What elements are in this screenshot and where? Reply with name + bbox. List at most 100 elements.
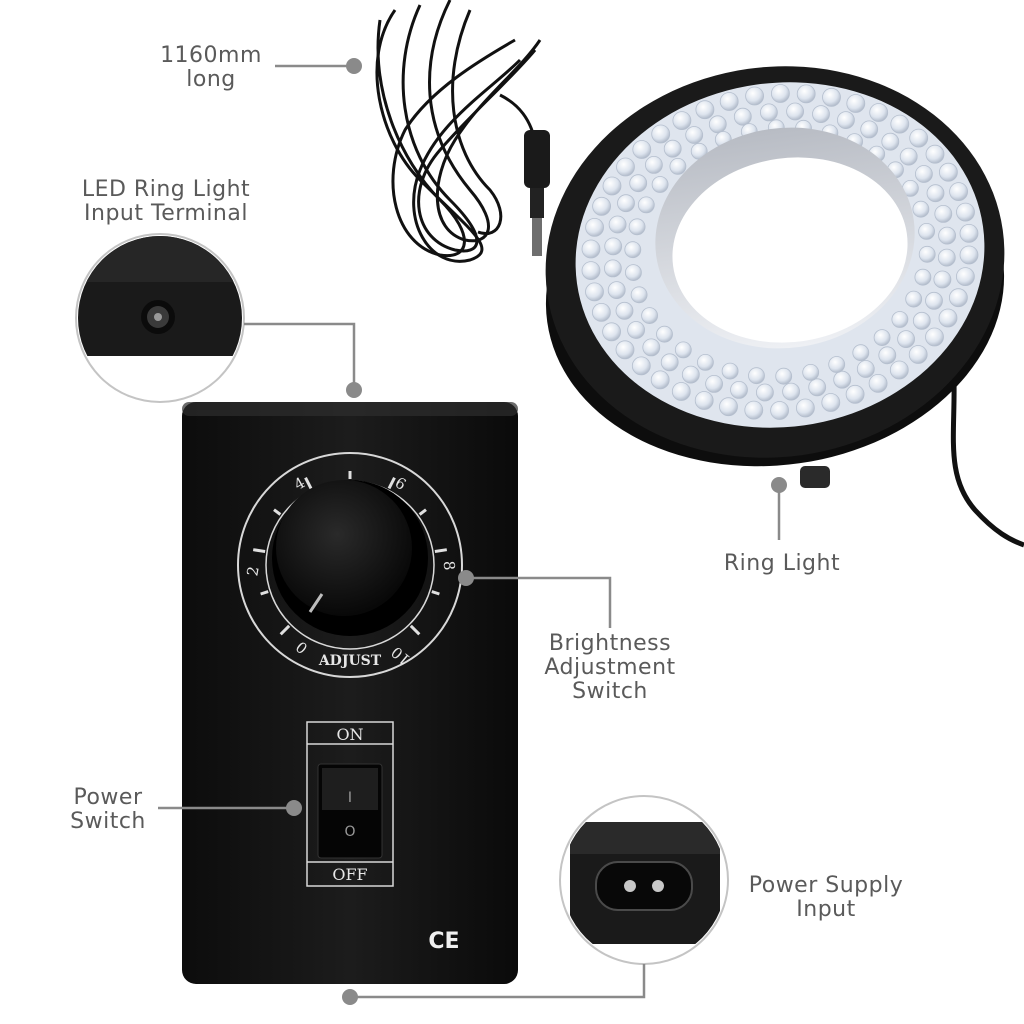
led — [782, 382, 800, 401]
brightness-dial[interactable]: 0 2 4 6 8 10 ADJUST — [237, 452, 463, 678]
led — [617, 194, 635, 213]
led — [796, 84, 816, 104]
led — [925, 144, 945, 164]
led — [631, 356, 651, 376]
label-input-terminal: LED Ring Light Input Terminal — [68, 178, 264, 226]
callout-lines — [158, 64, 781, 999]
dial-tick — [252, 548, 266, 553]
led — [641, 307, 658, 325]
led — [616, 157, 635, 177]
led — [846, 94, 866, 113]
led — [915, 165, 933, 183]
label-power-supply: Power Supply Input — [734, 874, 918, 922]
dial-tick — [434, 548, 448, 553]
callout-dots — [286, 58, 787, 1005]
led — [615, 301, 634, 320]
callout-line-power-supply — [350, 964, 646, 999]
led — [672, 111, 692, 130]
led — [756, 383, 774, 402]
led — [645, 155, 663, 174]
led — [959, 223, 979, 243]
led — [925, 327, 944, 347]
led — [956, 202, 975, 222]
led — [581, 239, 601, 259]
led — [918, 222, 935, 240]
label-cable-length-line2: long — [186, 67, 236, 92]
power-switch[interactable]: ON OFF I O — [306, 721, 394, 887]
dial-number: 2 — [243, 565, 262, 578]
led — [585, 282, 604, 302]
led — [812, 105, 830, 123]
dial-tick — [418, 508, 427, 516]
callout-dot — [771, 477, 787, 493]
led — [833, 370, 852, 389]
led — [604, 237, 623, 256]
dial-tick — [409, 624, 421, 636]
led — [632, 140, 652, 159]
led — [681, 365, 700, 384]
led — [744, 400, 764, 420]
label-brightness-line1: Brightness — [548, 631, 672, 656]
label-ring-light-text: Ring Light — [723, 551, 841, 576]
led — [869, 103, 889, 122]
led — [660, 353, 679, 372]
led — [909, 128, 929, 148]
label-cable-length: 1160mm long — [150, 44, 272, 92]
led — [733, 107, 752, 126]
led — [656, 325, 673, 343]
led — [719, 397, 738, 417]
led — [760, 103, 778, 122]
led — [891, 311, 909, 328]
led — [730, 380, 748, 399]
led — [770, 401, 789, 420]
led — [912, 311, 931, 330]
label-input-terminal-line1: LED Ring Light — [81, 177, 251, 202]
led — [959, 245, 979, 265]
led — [956, 267, 975, 287]
led — [719, 92, 739, 111]
cable-coil — [375, 0, 542, 263]
led — [585, 217, 604, 237]
led — [933, 270, 952, 289]
led — [775, 367, 793, 385]
led — [630, 286, 648, 304]
dial-tick — [431, 590, 440, 596]
led — [918, 245, 936, 263]
control-box: 0 2 4 6 8 10 ADJUST ON OFF I O CE — [182, 402, 518, 984]
led — [881, 132, 900, 151]
led — [669, 157, 687, 175]
led — [873, 329, 891, 347]
led — [914, 268, 932, 286]
led — [745, 86, 764, 106]
led — [651, 124, 671, 144]
led — [934, 204, 953, 223]
label-brightness: Brightness Adjustment Switch — [528, 632, 692, 704]
led — [624, 241, 642, 259]
led — [695, 100, 715, 120]
led — [868, 373, 888, 393]
led — [786, 102, 804, 121]
label-brightness-line3: Switch — [572, 679, 648, 704]
led — [908, 345, 928, 364]
led — [845, 384, 865, 404]
cable-connector — [524, 130, 550, 256]
led — [629, 174, 648, 193]
led — [602, 322, 621, 342]
callout-dot — [286, 800, 302, 816]
switch-on-label: ON — [336, 725, 363, 744]
label-cable-length-line1: 1160mm — [160, 43, 262, 68]
led — [852, 344, 870, 362]
label-power-switch-line1: Power — [73, 785, 143, 810]
led — [674, 341, 692, 359]
led — [938, 226, 956, 245]
switch-i-mark: I — [348, 790, 352, 806]
led — [897, 330, 915, 349]
ce-mark: CE — [428, 929, 459, 954]
led — [607, 281, 626, 300]
label-ring-light: Ring Light — [712, 552, 852, 576]
led — [949, 182, 968, 202]
led — [925, 291, 943, 310]
callout-dot — [342, 989, 358, 1005]
led — [705, 374, 723, 393]
